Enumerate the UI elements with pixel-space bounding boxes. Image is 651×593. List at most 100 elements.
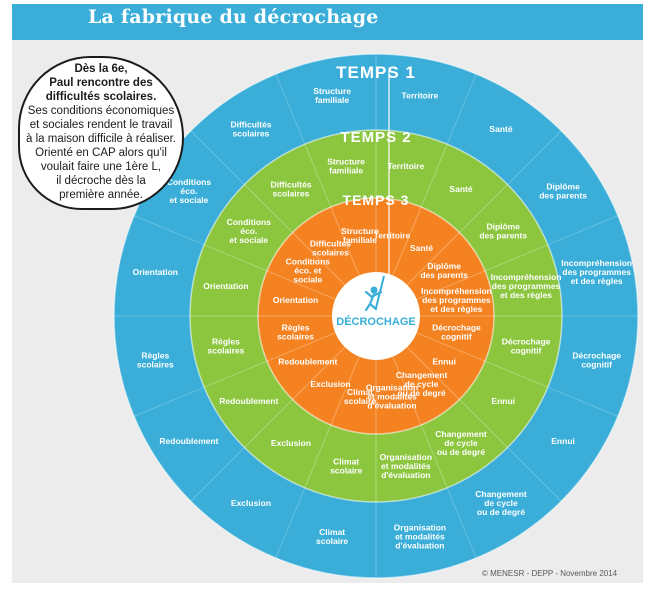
factor-label-line: des parents [539,190,587,200]
factor-label-line: familiale [315,95,349,105]
credit-line: © MENESR - DEPP - Novembre 2014 [482,569,618,578]
ring-2-divider [203,244,268,272]
factor-label-line: éco. [180,186,197,196]
factor-label-line: Organisation [380,452,432,462]
ring-1-factor-label: Exclusion [231,498,271,508]
ring-3-factor-label: Ennui [432,357,456,367]
ring-2-divider [304,143,332,208]
factor-label-line: Décrochage [502,336,551,346]
callout-line-10: première année. [59,189,143,201]
factor-label-line: familiale [343,235,377,245]
factor-label-line: Difficultés [230,119,271,129]
factor-label-line: d'évaluation [395,541,444,551]
ring-1-divider [446,73,477,145]
ring-3-divider [330,356,360,426]
factor-label-line: éco. [240,226,257,236]
factor-label-line: Incompréhension [491,272,562,282]
ring-1-factor-label: Orientation [133,267,178,277]
ring-2-divider [420,143,448,208]
factor-label-line: scolaire [316,536,348,546]
factor-label-line: cognitif [581,359,612,369]
factor-label-line: Orientation [203,281,248,291]
callout-line-3: difficultés scolaires. [45,91,157,103]
factor-label-line: cognitif [441,331,472,341]
ring-1-title: TEMPS 1 [336,63,416,82]
ring-2-factor-label: Exclusion [271,438,311,448]
ring-2-divider [420,424,448,489]
ring-3-divider [416,270,486,300]
factor-label-line: Structure [327,156,365,166]
ring-2-border [189,129,563,503]
factor-label-line: cognitif [511,345,542,355]
factor-label-line: Santé [449,184,472,194]
factor-label-line: et sociale [170,195,209,205]
factor-label-line: Décrochage [432,322,481,332]
factor-label-line: scolaires [233,128,270,138]
story-callout [18,56,184,210]
callout-line-8: voulait faire une 1ère L, [40,161,162,173]
ring-1-divider [446,487,477,559]
ring-3-factor-label: Exclusion [310,379,350,389]
factor-label-line: Difficultés [310,238,351,248]
ring-1-divider [507,130,562,185]
factor-label-line: Exclusion [231,498,271,508]
factor-label-line: d'évaluation [367,400,416,410]
center-layer: DÉCROCHAGE [332,272,420,360]
ring-2-divider [244,184,293,233]
callout-line-5: et sociales rendent le travail [29,119,173,131]
factor-label-line: des programmes [492,281,561,291]
ring-3-divider [266,332,336,362]
climber-icon [364,275,385,312]
factor-label-line: Redoublement [219,396,278,406]
callout-line-6: à la maison difficile à réaliser. [26,133,176,145]
factor-label-line: ou de degré [437,447,485,457]
factor-label-line: et modalités [381,461,431,471]
ring-3-border [257,197,495,435]
factor-label-line: sociale [293,274,322,284]
factor-label-line: scolaires [208,345,245,355]
factor-label-line: Ennui [551,436,575,446]
factor-label-line: de cycle [405,379,439,389]
factor-label-line: scolaires [273,188,310,198]
factor-label-line: Exclusion [310,379,350,389]
callout-line-2: Paul rencontre des [49,77,153,89]
ring-1-factor-label: Ennui [551,436,575,446]
factor-label-line: scolaires [137,359,174,369]
callout-line-9: il décroche dès la [56,175,146,187]
factor-label-line: des programmes [422,295,491,305]
factor-label-line: des programmes [562,267,631,277]
factor-label-line: Santé [410,243,433,253]
factor-label-line: et des règles [571,276,623,286]
factor-label-line: Climat [347,387,373,397]
callout-line-4: Ses conditions économiques [27,105,175,117]
ring-1-border [113,53,639,579]
factor-label-line: scolaires [277,331,314,341]
callout-line-1: Dès la 6e, [74,63,128,75]
ring-3-divider [292,346,346,400]
factor-label-line: Climat [333,457,359,467]
ring-1-divider [133,215,205,246]
factor-label-line: Changement [435,429,487,439]
